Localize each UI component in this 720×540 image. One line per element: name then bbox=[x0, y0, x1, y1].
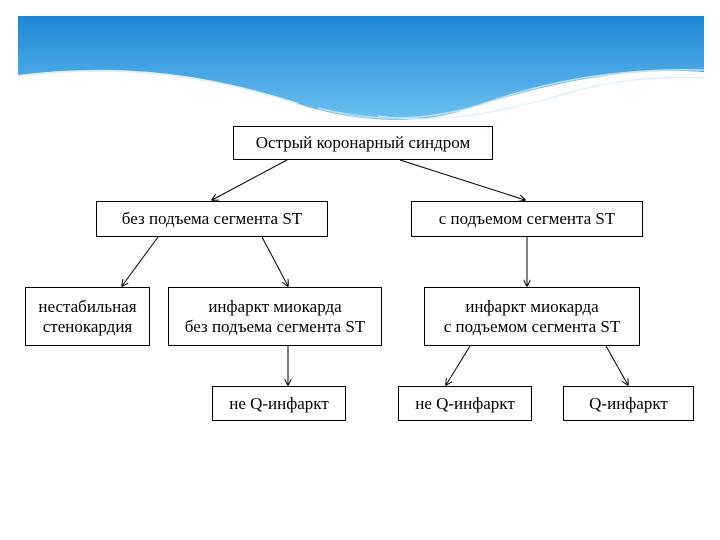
node-label: не Q-инфаркт bbox=[415, 393, 515, 413]
node-label: с подъемом сегмента ST bbox=[438, 209, 616, 228]
node-label-line-2: стенокардия bbox=[42, 316, 133, 336]
node-label-line-1: инфаркт миокарда bbox=[465, 296, 599, 316]
node-acute-coronary-syndrome: Острый коронарный синдром bbox=[233, 126, 493, 160]
arrow-mi-st-to-q bbox=[605, 345, 628, 385]
arrow-root-to-st bbox=[399, 159, 525, 200]
node-label: Q-инфаркт bbox=[589, 393, 668, 413]
node-q-infarction: Q-инфаркт bbox=[563, 386, 694, 421]
node-label: без подъема сегмента ST bbox=[121, 209, 303, 228]
node-label: не Q-инфаркт bbox=[229, 393, 329, 413]
node-label-line-2: без подъема сегмента ST bbox=[184, 316, 366, 336]
node-mi-without-st-elevation: инфаркт миокарда без подъема сегмента ST bbox=[168, 287, 382, 346]
arrow-no-st-to-mi-no-st bbox=[261, 236, 288, 286]
node-label: Острый коронарный синдром bbox=[255, 133, 471, 152]
node-non-q-infarction-left: не Q-инфаркт bbox=[212, 386, 346, 421]
node-with-st-elevation: с подъемом сегмента ST bbox=[411, 201, 643, 237]
node-label-line-1: инфаркт миокарда bbox=[208, 296, 342, 316]
node-label-line-2: с подъемом сегмента ST bbox=[443, 316, 621, 336]
header-banner bbox=[18, 16, 704, 128]
arrow-root-to-no-st bbox=[212, 159, 288, 200]
node-without-st-elevation: без подъема сегмента ST bbox=[96, 201, 328, 237]
arrow-mi-st-to-non-q bbox=[446, 345, 471, 385]
arrow-no-st-to-unstable-angina bbox=[122, 236, 159, 286]
node-non-q-infarction-right: не Q-инфаркт bbox=[398, 386, 532, 421]
node-unstable-angina: нестабильная стенокардия bbox=[25, 287, 150, 346]
node-label-line-1: нестабильная bbox=[38, 296, 137, 316]
node-mi-with-st-elevation: инфаркт миокарда с подъемом сегмента ST bbox=[424, 287, 640, 346]
